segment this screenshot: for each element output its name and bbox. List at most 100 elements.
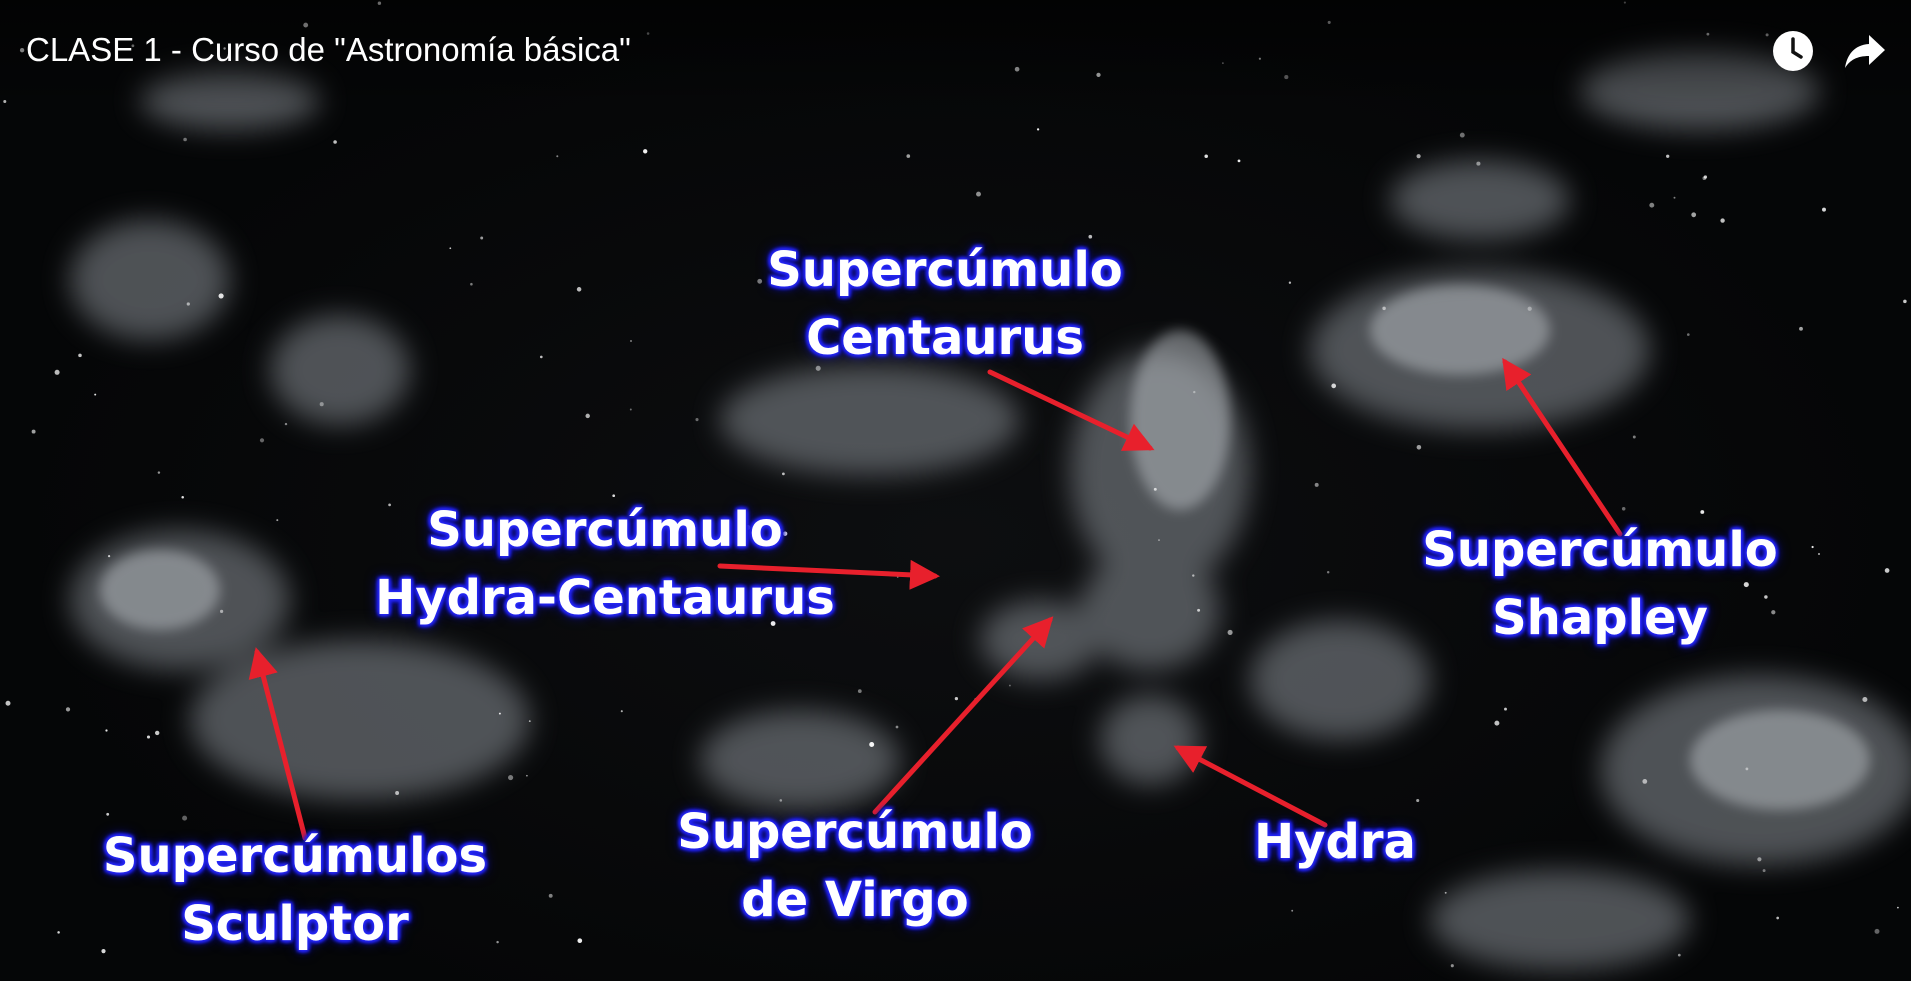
star [470,282,473,286]
star [388,503,391,507]
star [1416,154,1421,159]
star [333,140,337,144]
star [757,278,763,284]
star [1416,798,1420,803]
label-supercumulo-shapley: Supercúmulo Shapley [1380,516,1820,652]
star [1677,953,1681,957]
star [1008,684,1011,687]
star [1671,631,1675,635]
star [284,422,288,426]
star [643,149,648,154]
star [1314,482,1319,487]
star [576,287,582,292]
star [1494,720,1500,726]
star [183,137,187,142]
star [1884,568,1890,573]
label-line: Sculptor [181,896,409,952]
star [1703,175,1708,179]
star [857,689,862,693]
star [1193,390,1196,394]
label-line: Hydra-Centaurus [375,570,835,626]
star [319,402,324,407]
video-title[interactable]: CLASE 1 - Curso de "Astronomía básica" [26,31,631,68]
star [770,621,776,626]
star [496,940,499,944]
star [1720,218,1725,223]
star [782,472,785,476]
star [57,931,60,934]
star [1666,154,1670,158]
star [720,827,724,831]
star [1158,539,1160,542]
label-line: Hydra [1254,814,1416,870]
star [146,735,151,739]
star [556,155,559,158]
star [1326,570,1330,574]
star [107,554,111,558]
star [815,365,821,371]
label-line: Shapley [1492,590,1708,646]
star [548,893,553,898]
star [1036,128,1040,131]
star [895,725,899,729]
star [1227,629,1233,635]
star [745,524,751,531]
share-button[interactable] [1840,26,1890,76]
star [620,710,623,713]
label-line: Supercúmulo [677,804,1033,860]
star [1476,161,1481,166]
star [1192,574,1195,577]
star [1450,964,1454,968]
star [1649,202,1655,208]
star [1331,383,1337,389]
star [612,494,616,498]
star [1621,507,1626,511]
star [1874,928,1880,934]
star [960,828,964,831]
star [220,609,224,614]
star [101,949,106,954]
star [526,774,528,777]
star [449,247,452,250]
watch-later-button[interactable] [1768,26,1818,76]
label-line: de Virgo [741,872,969,928]
star [259,438,265,443]
star [105,729,108,732]
star [577,938,583,944]
star [1811,545,1814,549]
star [1530,546,1536,552]
star [1204,154,1208,158]
star [78,353,82,358]
star [498,712,501,715]
label-supercumulo-virgo: Supercúmulo de Virgo [645,798,1065,934]
star [1691,212,1697,218]
label-line: Supercúmulos [102,828,488,884]
star [1642,779,1648,784]
star [186,302,190,306]
title-bar-gradient [0,0,1911,110]
star [976,191,981,197]
star [1673,196,1676,199]
star [1897,906,1899,909]
star [1862,696,1868,703]
star [1382,306,1386,311]
star [528,720,531,723]
star [276,519,279,522]
share-arrow-icon [1845,35,1885,68]
star [54,369,60,375]
label-line: Supercúmulo [1422,522,1778,578]
label-hydra: Hydra [1220,808,1450,876]
clock-icon [1773,31,1813,71]
star [1088,234,1093,239]
star [1757,857,1762,862]
star [974,697,979,702]
label-line: Centaurus [806,310,1084,366]
star [896,576,899,578]
star [782,531,788,536]
label-supercumulo-hydra-centaurus: Supercúmulo Hydra-Centaurus [325,496,885,632]
star [1197,608,1201,612]
star [1291,909,1294,912]
star [65,707,71,712]
